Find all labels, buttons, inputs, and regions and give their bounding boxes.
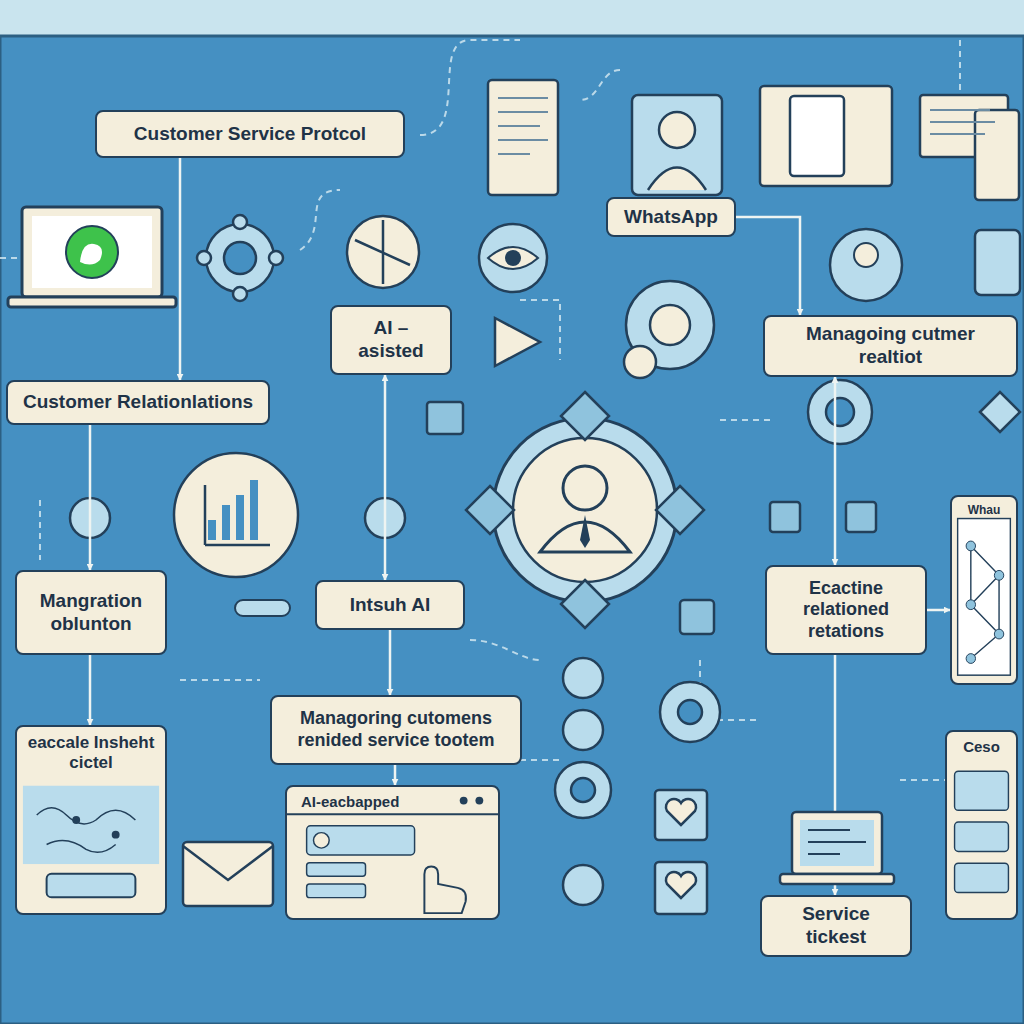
connector-arrow	[834, 655, 837, 895]
process-box: Service tickest	[760, 895, 912, 957]
process-box: Customer Service Protcol	[95, 110, 405, 158]
panel-node: Whau	[950, 495, 1018, 685]
node-label: AI-eacbapped	[301, 793, 399, 811]
process-box: Mangration oblunton	[15, 570, 167, 655]
panel-illustration	[952, 497, 1016, 683]
connector-arrow	[736, 217, 800, 315]
node-label: Ceso	[963, 738, 1000, 756]
process-box: Customer Relationlations	[6, 380, 270, 425]
connector-arrow	[389, 630, 392, 695]
panel-illustration	[947, 732, 1016, 918]
node-label: AI – asisted	[342, 317, 440, 363]
node-label: Customer Relationlations	[23, 391, 253, 414]
process-box: Intsuh AI	[315, 580, 465, 630]
node-label: Service tickest	[772, 903, 900, 949]
connector-arrow	[384, 375, 387, 580]
node-label: Ecactine relationed retations	[777, 578, 915, 643]
connector-arrow	[89, 425, 92, 570]
process-box: AI – asisted	[330, 305, 452, 375]
panel-node: Ceso	[945, 730, 1018, 920]
node-label: Managoing cutmer realtiot	[775, 323, 1006, 369]
node-label: WhatsApp	[624, 206, 718, 229]
panel-node: eaccale Insheht cictel	[15, 725, 167, 915]
node-label: eaccale Insheht cictel	[23, 733, 159, 774]
process-box: Managoing cutmer realtiot	[763, 315, 1018, 377]
node-label: Whau	[968, 503, 1001, 517]
process-box: Ecactine relationed retations	[765, 565, 927, 655]
connector-arrow	[89, 655, 92, 725]
node-label: Customer Service Protcol	[134, 123, 366, 146]
connector-arrow	[179, 158, 182, 380]
connector-arrow	[927, 609, 950, 612]
node-label: Managoring cutomens renided service toot…	[282, 708, 510, 751]
process-box: Managoring cutomens renided service toot…	[270, 695, 522, 765]
node-label: Mangration oblunton	[27, 590, 155, 636]
panel-node: AI-eacbapped	[285, 785, 500, 920]
process-box: WhatsApp	[606, 197, 736, 237]
connector-arrow	[834, 377, 837, 565]
connector-arrow	[394, 765, 397, 785]
node-label: Intsuh AI	[350, 594, 431, 617]
